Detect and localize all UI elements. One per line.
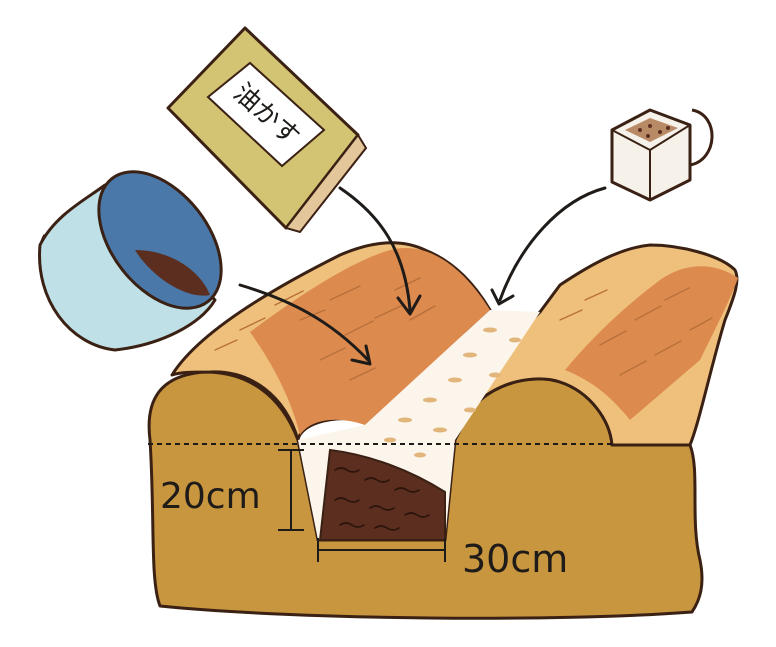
right-ridge xyxy=(453,243,739,447)
width-dimension xyxy=(317,538,446,562)
lime-cup-icon xyxy=(610,108,714,202)
trench xyxy=(298,310,540,541)
bag-arrow xyxy=(338,186,412,312)
fertilizer-bag-icon: 油かす xyxy=(166,26,368,234)
depth-label: 20cm xyxy=(160,476,261,517)
soil-block xyxy=(147,370,704,620)
compost-bucket-icon xyxy=(38,170,223,352)
arrowheads xyxy=(350,288,515,366)
width-label: 30cm xyxy=(462,537,568,581)
bucket-arrow xyxy=(238,283,370,362)
depth-dimension xyxy=(278,449,304,531)
oil-cake-particles xyxy=(384,327,521,458)
cup-arrow xyxy=(498,186,607,302)
left-ridge xyxy=(170,241,492,442)
arrows xyxy=(238,186,607,362)
